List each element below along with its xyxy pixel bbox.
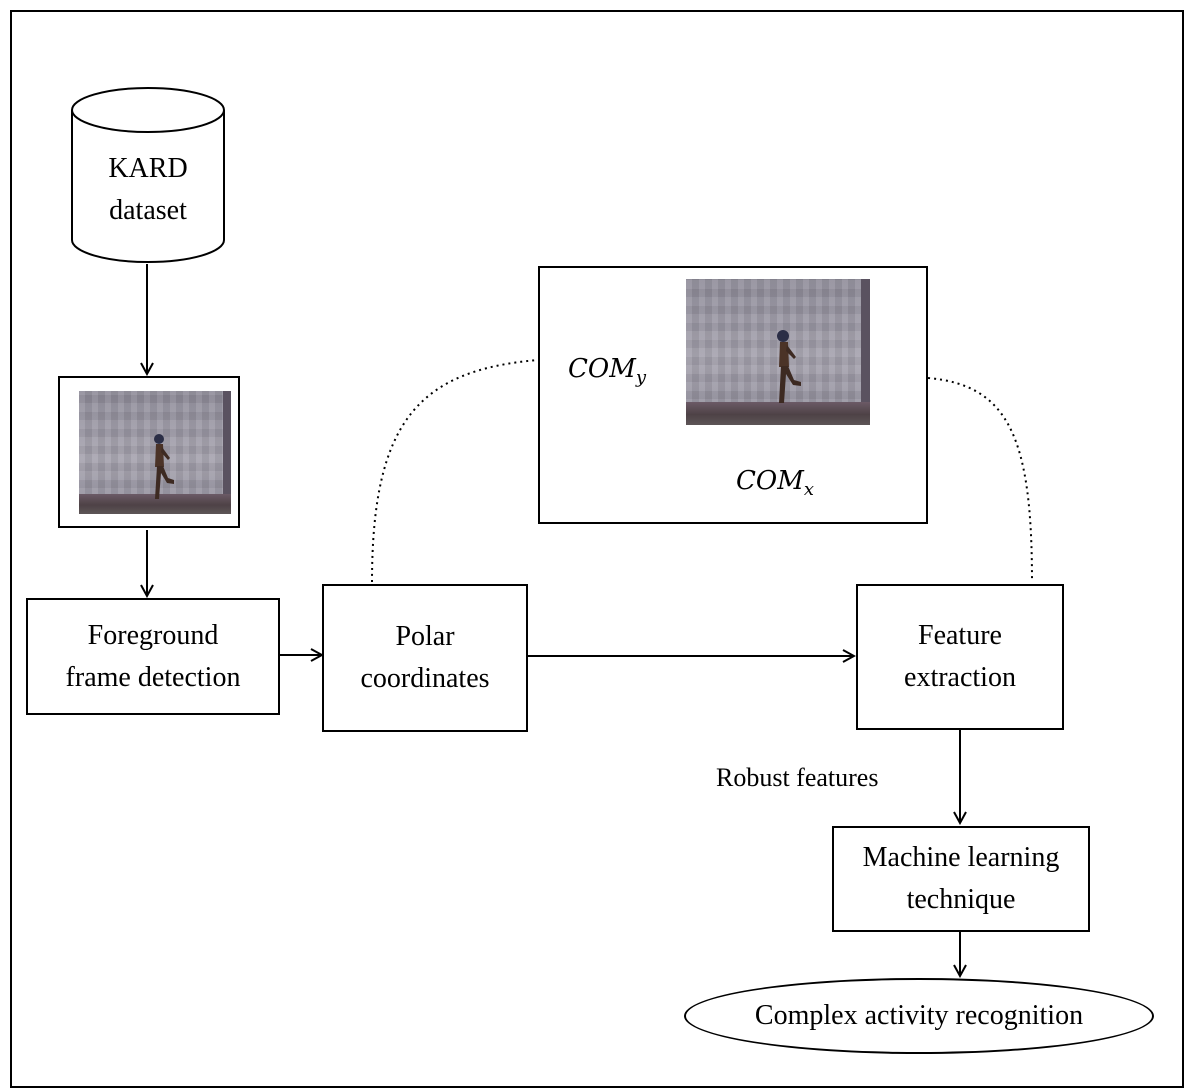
com-x-label: COMx (736, 466, 814, 501)
node-complex-activity-recognition: Complex activity recognition (684, 978, 1154, 1054)
node-polar-label: Polar coordinates (360, 621, 490, 694)
input-frame-image (79, 391, 231, 514)
com-y-label: COMy (568, 354, 647, 389)
node-output-label: Complex activity recognition (754, 1000, 1084, 1031)
node-foreground-label: Foreground frame detection (65, 619, 241, 693)
node-machine-learning: Machine learning technique (832, 826, 1090, 932)
com-panel: COMy COMx (538, 266, 928, 524)
kard-dataset-label: KARD dataset (108, 153, 188, 226)
node-feature-extraction: Feature extraction (856, 584, 1064, 730)
node-polar-coordinates: Polar coordinates (322, 584, 528, 732)
node-ml-label: Machine learning technique (862, 842, 1060, 915)
node-feature-label: Feature extraction (904, 620, 1016, 693)
com-frame-image (686, 279, 870, 425)
diagram-frame (10, 10, 1184, 1088)
edge-label-robust-features: Robust features (716, 763, 879, 792)
kard-dataset-database: KARD dataset (70, 86, 226, 264)
runner-figure (154, 434, 174, 499)
input-frame-box (58, 376, 240, 528)
runner-figure-com (777, 330, 801, 403)
database-icon (71, 87, 225, 263)
node-foreground-detection: Foreground frame detection (26, 598, 280, 715)
